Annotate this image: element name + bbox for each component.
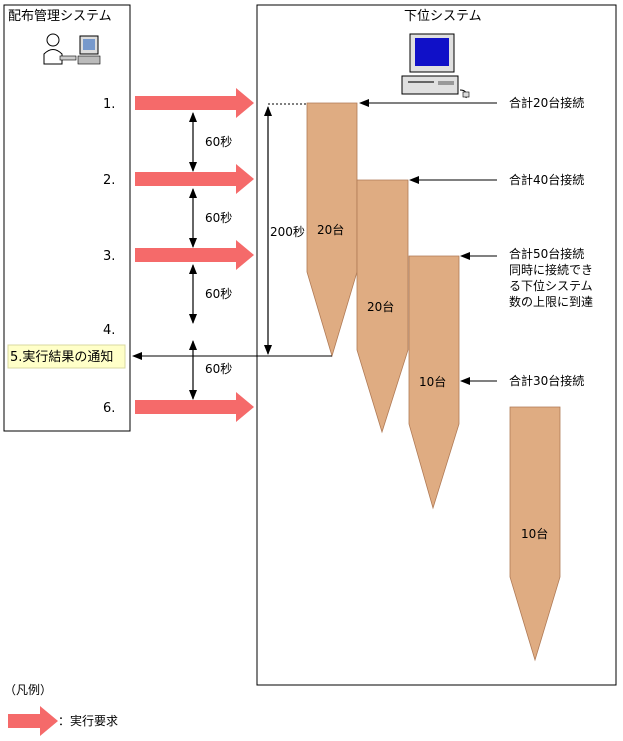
event-label-2: 合計40台接続 bbox=[509, 172, 584, 187]
request-arrow-3 bbox=[135, 240, 254, 270]
total-interval-label: 200秒 bbox=[270, 225, 305, 239]
bar-label-2: 20台 bbox=[367, 299, 394, 314]
event-label-3b: 同時に接続でき bbox=[509, 262, 593, 277]
event-label-1: 合計20台接続 bbox=[509, 95, 584, 110]
interval-label-4: 60秒 bbox=[205, 362, 232, 376]
interval-label-1: 60秒 bbox=[205, 135, 232, 149]
step-label-1: 1. bbox=[103, 97, 115, 112]
notify-label: 5.実行結果の通知 bbox=[10, 349, 113, 365]
bar-label-3: 10台 bbox=[419, 374, 446, 389]
event-label-3d: 数の上限に到達 bbox=[509, 294, 593, 309]
connection-bar-4 bbox=[509, 406, 561, 662]
event-label-3c: る下位システム bbox=[509, 278, 593, 293]
right-panel-title: 下位システム bbox=[404, 9, 482, 24]
left-panel-title: 配布管理システム bbox=[8, 9, 112, 24]
operator-computer-icon bbox=[43, 33, 101, 65]
connection-bar-2 bbox=[356, 179, 409, 434]
interval-label-3: 60秒 bbox=[205, 287, 232, 301]
legend-title: （凡例） bbox=[4, 683, 52, 697]
step-label-4: 4. bbox=[103, 323, 115, 338]
step-label-2: 2. bbox=[103, 173, 115, 188]
step-label-6: 6. bbox=[103, 401, 115, 416]
bar-label-1: 20台 bbox=[317, 222, 344, 237]
event-label-4: 合計30台接続 bbox=[509, 373, 584, 388]
event-label-3: 合計50台接続 bbox=[509, 246, 584, 261]
interval-label-2: 60秒 bbox=[205, 211, 232, 225]
legend-label: ：実行要求 bbox=[58, 713, 118, 728]
step-label-3: 3. bbox=[103, 249, 115, 264]
request-arrow-1 bbox=[135, 88, 254, 118]
request-arrow-2 bbox=[135, 164, 254, 194]
bar-label-4: 10台 bbox=[521, 526, 548, 541]
connection-bar-3 bbox=[408, 255, 460, 510]
notify-box bbox=[7, 344, 126, 369]
legend-request-arrow bbox=[8, 706, 58, 736]
desktop-computer-icon bbox=[401, 33, 470, 99]
request-arrow-6 bbox=[135, 392, 254, 422]
connection-bar-1 bbox=[306, 102, 358, 358]
